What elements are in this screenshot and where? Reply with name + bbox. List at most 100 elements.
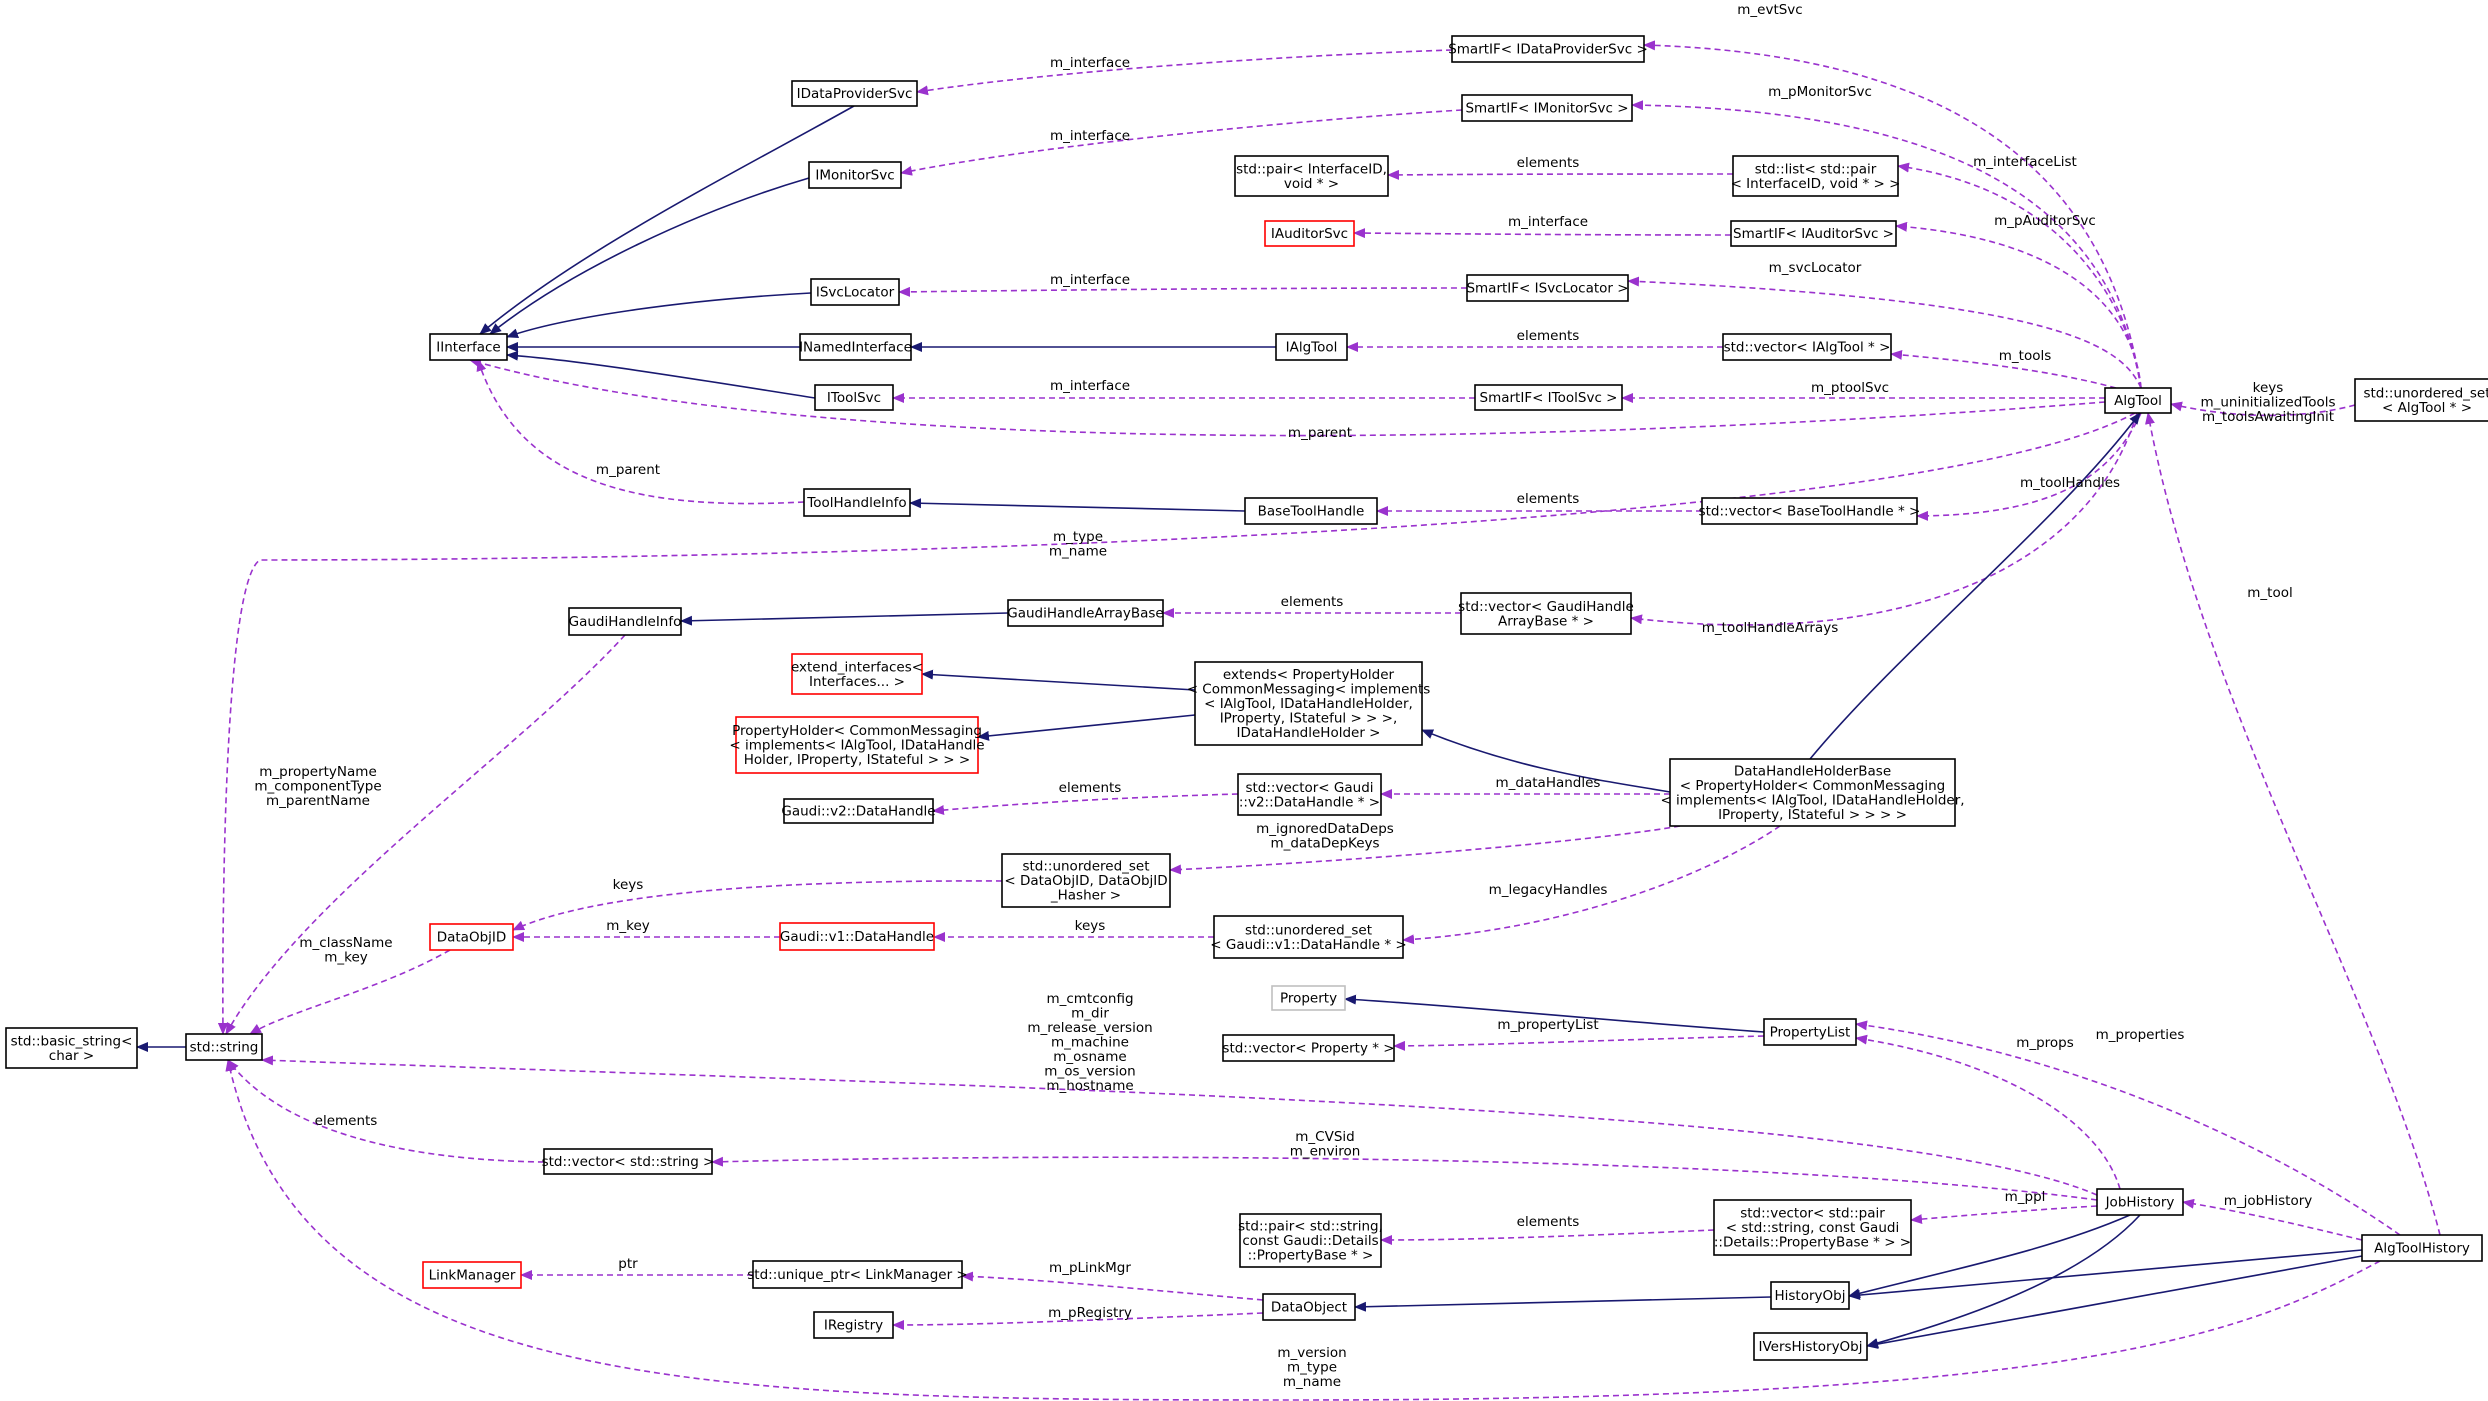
class-node-box[interactable] (429, 333, 508, 361)
class-node-box[interactable] (422, 1261, 522, 1289)
class-node-box[interactable] (1237, 773, 1382, 816)
class-node-toolhandleinfo[interactable]: ToolHandleInfo (803, 488, 911, 517)
class-node-box[interactable] (752, 1260, 963, 1289)
class-node-box[interactable] (2361, 1234, 2483, 1262)
class-node-unordered-dataobjid[interactable]: std::unordered_set< DataObjID, DataObjID… (1001, 853, 1171, 908)
class-node-box[interactable] (1713, 1199, 1912, 1256)
class-node-box[interactable] (1722, 333, 1892, 361)
class-node-box[interactable] (1244, 497, 1378, 525)
class-node-box[interactable] (1770, 1281, 1850, 1310)
class-node-box[interactable] (185, 1033, 263, 1061)
class-node-box[interactable] (1753, 1332, 1868, 1361)
class-node-itoolsvc[interactable]: IToolSvc (814, 384, 894, 411)
class-node-box[interactable] (814, 384, 894, 411)
class-node-iregistry[interactable]: IRegistry (813, 1311, 894, 1339)
class-node-box[interactable] (429, 923, 514, 951)
class-node-vector-pair-pb[interactable]: std::vector< std::pair< std::string, con… (1713, 1199, 1912, 1256)
class-node-box[interactable] (735, 716, 979, 774)
class-node-box[interactable] (791, 80, 918, 107)
class-node-jobhistory[interactable]: JobHistory (2096, 1188, 2184, 1216)
class-node-box[interactable] (1213, 915, 1404, 959)
class-node-extends-propholder[interactable]: extends< PropertyHolder< CommonMessaging… (1187, 661, 1431, 746)
class-node-box[interactable] (1730, 220, 1897, 247)
class-node-vector-v2dh[interactable]: std::vector< Gaudi::v2::DataHandle * > (1237, 773, 1382, 816)
class-node-basetoolhandle[interactable]: BaseToolHandle (1244, 497, 1378, 525)
class-node-box[interactable] (1701, 497, 1918, 525)
class-node-box[interactable] (1732, 155, 1899, 197)
class-node-propholder[interactable]: PropertyHolder< CommonMessaging< impleme… (729, 716, 985, 774)
class-node-box[interactable] (1262, 1293, 1356, 1321)
class-node-box[interactable] (1763, 1018, 1857, 1046)
class-node-dataobject[interactable]: DataObject (1262, 1293, 1356, 1321)
class-node-historyobj[interactable]: HistoryObj (1770, 1281, 1850, 1310)
class-node-box[interactable] (810, 278, 900, 306)
class-node-pair-interfaceid[interactable]: std::pair< InterfaceID,void * > (1234, 155, 1389, 197)
class-node-box[interactable] (1669, 758, 1956, 827)
class-node-datahandleholderbase[interactable]: DataHandleHolderBase< PropertyHolder< Co… (1660, 758, 1965, 827)
class-node-box[interactable] (5, 1027, 138, 1069)
class-node-v2-datahandle[interactable]: Gaudi::v2::DataHandle (781, 798, 936, 824)
class-node-inamedinterface[interactable]: INamedInterface (799, 333, 912, 361)
class-node-box[interactable] (1474, 384, 1623, 411)
class-node-box[interactable] (803, 488, 911, 517)
class-node-box[interactable] (1275, 333, 1348, 361)
class-node-iversh[interactable]: IVersHistoryObj (1753, 1332, 1868, 1361)
class-node-vector-gaudihandlearray[interactable]: std::vector< GaudiHandleArrayBase * > (1458, 592, 1634, 635)
class-node-vector-string[interactable]: std::vector< std::string > (542, 1148, 715, 1175)
class-node-box[interactable] (2096, 1188, 2184, 1216)
class-node-box[interactable] (1239, 1213, 1382, 1268)
class-node-iinterface[interactable]: IInterface (429, 333, 508, 361)
class-node-smartif-monitor[interactable]: SmartIF< IMonitorSvc > (1461, 94, 1633, 122)
class-node-box[interactable] (1194, 661, 1423, 746)
class-node-smartif-toolsvc[interactable]: SmartIF< IToolSvc > (1474, 384, 1623, 411)
class-node-box[interactable] (783, 798, 934, 824)
class-node-box[interactable] (1466, 274, 1629, 302)
class-node-list-pair[interactable]: std::list< std::pair< InterfaceID, void … (1731, 155, 1901, 197)
class-node-iauditorsvc[interactable]: IAuditorSvc (1264, 220, 1355, 247)
class-node-extend-interfaces[interactable]: extend_interfaces<Interfaces... > (791, 653, 923, 695)
class-node-box[interactable] (2104, 387, 2172, 414)
class-node-vector-basetoolhandle[interactable]: std::vector< BaseToolHandle * > (1699, 497, 1921, 525)
class-node-v1-datahandle[interactable]: Gaudi::v1::DataHandle (779, 922, 935, 951)
class-node-smartif-auditor[interactable]: SmartIF< IAuditorSvc > (1730, 220, 1897, 247)
class-node-smartif-svcloc[interactable]: SmartIF< ISvcLocator > (1466, 274, 1629, 302)
class-node-box[interactable] (543, 1148, 713, 1175)
class-node-property[interactable]: Property (1271, 985, 1346, 1011)
class-node-box[interactable] (1222, 1034, 1395, 1062)
class-node-box[interactable] (1264, 220, 1355, 247)
class-node-box[interactable] (568, 607, 682, 636)
class-node-imonitorsvc[interactable]: IMonitorSvc (808, 161, 902, 189)
class-node-propertylist[interactable]: PropertyList (1763, 1018, 1857, 1046)
class-node-idataprovidersvc[interactable]: IDataProviderSvc (791, 80, 918, 107)
class-node-box[interactable] (1234, 155, 1389, 197)
class-node-basic-string[interactable]: std::basic_string<char > (5, 1027, 138, 1069)
class-node-box[interactable] (791, 653, 923, 695)
class-node-linkmanager[interactable]: LinkManager (422, 1261, 522, 1289)
class-node-smartif-dataprov[interactable]: SmartIF< IDataProviderSvc > (1448, 35, 1648, 63)
class-node-unique-ptr-lm[interactable]: std::unique_ptr< LinkManager > (747, 1260, 968, 1289)
class-node-box[interactable] (1460, 592, 1632, 635)
class-node-box[interactable] (799, 333, 912, 361)
class-node-dataobjid[interactable]: DataObjID (429, 923, 514, 951)
class-node-ialgtool[interactable]: IAlgTool (1275, 333, 1348, 361)
class-node-vector-property[interactable]: std::vector< Property * > (1222, 1034, 1395, 1062)
class-node-box[interactable] (808, 161, 902, 189)
class-node-box[interactable] (779, 922, 935, 951)
class-node-pair-string-pb[interactable]: std::pair< std::string,const Gaudi::Deta… (1238, 1213, 1383, 1268)
class-node-isvclocator[interactable]: ISvcLocator (810, 278, 900, 306)
class-node-box[interactable] (1461, 94, 1633, 122)
class-node-unordered-algtool[interactable]: std::unordered_set< AlgTool * > (2354, 378, 2488, 422)
class-node-vector-ialgtool[interactable]: std::vector< IAlgTool * > (1722, 333, 1892, 361)
class-node-std-string[interactable]: std::string (185, 1033, 263, 1061)
class-node-algtoolhistory[interactable]: AlgToolHistory (2361, 1234, 2483, 1262)
class-node-box[interactable] (1001, 853, 1171, 908)
class-node-unordered-v1dh[interactable]: std::unordered_set< Gaudi::v1::DataHandl… (1210, 915, 1407, 959)
class-node-algtool[interactable]: AlgTool (2104, 387, 2172, 414)
class-node-box[interactable] (813, 1311, 894, 1339)
class-node-box[interactable] (1451, 35, 1645, 63)
class-node-box[interactable] (1271, 985, 1346, 1011)
class-node-gaudihandleinfo[interactable]: GaudiHandleInfo (568, 607, 682, 636)
class-node-box[interactable] (2354, 378, 2488, 422)
class-node-box[interactable] (1007, 599, 1164, 627)
class-node-gaudihandlearraybase[interactable]: GaudiHandleArrayBase (1007, 599, 1164, 627)
